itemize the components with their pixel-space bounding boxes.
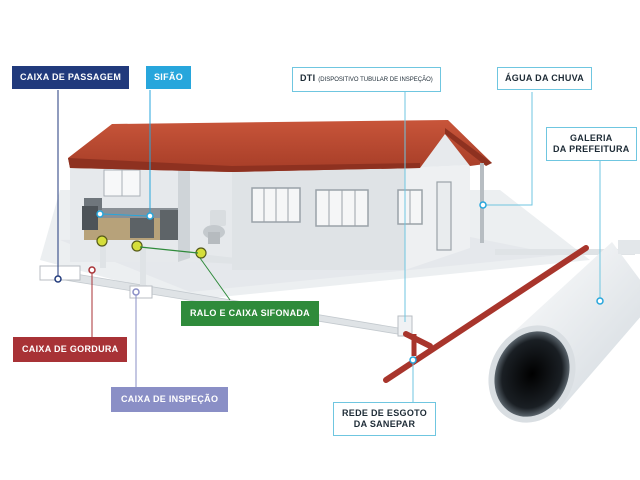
grease-trap <box>82 206 98 230</box>
label-rede-esgoto: REDE DE ESGOTO DA SANEPAR <box>333 402 437 436</box>
dot-sifao-1 <box>146 212 154 220</box>
roof-gable-edge <box>445 128 492 166</box>
pipe-branch-kitchen <box>100 240 106 268</box>
label-caixa-inspecao: CAIXA DE INSPEÇÃO <box>111 387 229 412</box>
leader-agua <box>484 92 533 206</box>
label-agua-chuva: ÁGUA DA CHUVA <box>497 67 593 90</box>
label-caixa-gordura: CAIXA DE GORDURA <box>13 337 128 362</box>
toilet-base <box>208 232 220 244</box>
galeria-pipe <box>488 240 640 423</box>
leader-ralo <box>199 257 231 301</box>
dot-inspecao <box>132 288 140 296</box>
floor-drain-2 <box>131 240 143 252</box>
leader-sifao-link <box>102 213 148 217</box>
label-dti: DTI (DISPOSITIVO TUBULAR DE INSPEÇÃO) <box>292 67 441 92</box>
side-door <box>436 181 452 251</box>
dot-galeria <box>596 297 604 305</box>
sink-base <box>130 218 154 238</box>
interior-divider-wall <box>178 160 190 262</box>
galeria-inlet <box>618 240 640 254</box>
label-dti-sub: (DISPOSITIVO TUBULAR DE INSPEÇÃO) <box>318 77 433 83</box>
stove <box>160 210 178 240</box>
label-galeria-line2: DA PREFEITURA <box>553 144 630 154</box>
dot-passagem <box>54 275 62 283</box>
house <box>68 120 492 270</box>
dot-sifao-2 <box>96 210 104 218</box>
kitchen-counter <box>84 208 178 218</box>
dot-rede <box>409 356 417 364</box>
label-rede-line2: DA SANEPAR <box>353 419 416 429</box>
pipe-connector <box>200 254 236 264</box>
floor-drain-1 <box>96 235 108 247</box>
rainwater-ground-pipe <box>495 249 635 255</box>
fixtures <box>82 206 207 259</box>
label-rede-line1: REDE DE ESGOTO <box>342 408 428 418</box>
sewer-pipe-link <box>403 331 433 349</box>
pipe-branch-bathroom <box>140 246 146 294</box>
label-galeria-line1: GALERIA <box>569 133 613 143</box>
galeria-hole <box>494 331 570 417</box>
label-caixa-passagem: CAIXA DE PASSAGEM <box>12 66 130 89</box>
label-dti-main: DTI <box>300 73 316 83</box>
label-sifao: SIFÃO <box>146 66 192 89</box>
label-ralo-caixa-sifonada: RALO E CAIXA SIFONADA <box>181 301 319 326</box>
dot-agua <box>479 201 487 209</box>
floor-drain-link <box>139 246 199 254</box>
roof-edge <box>68 158 420 172</box>
leader-lines <box>54 90 604 402</box>
roof <box>68 120 492 172</box>
label-galeria: GALERIA DA PREFEITURA <box>546 127 637 161</box>
toilet-tank <box>210 210 226 226</box>
sewer-pipe-sanepar <box>383 245 589 383</box>
dot-gordura <box>88 266 96 274</box>
